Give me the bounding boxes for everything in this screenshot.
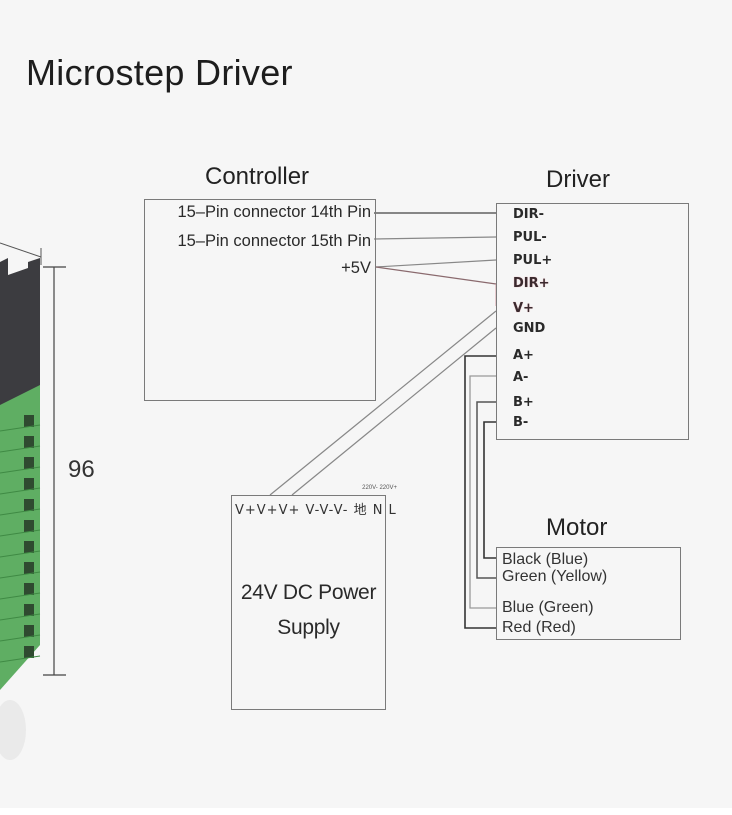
- power-supply-box: 220V- 220V+ V+V+V+ V-V-V- 地 N L 24V DC P…: [231, 485, 397, 710]
- terminal-divider: [0, 592, 41, 600]
- wire-a-plus-red: [464, 355, 496, 629]
- motor-heading: Motor: [546, 514, 608, 541]
- psu-label-line2: Supply: [277, 616, 340, 639]
- terminal-divider: [0, 487, 41, 495]
- controller-pin-5v: +5V: [341, 259, 371, 277]
- terminal-divider: [0, 571, 41, 579]
- terminal-slot: [24, 604, 34, 616]
- controller-pin-14: 15–Pin connector 14th Pin: [177, 203, 371, 221]
- terminal-slot: [24, 478, 34, 490]
- terminal-slots: [0, 415, 41, 663]
- wire-v-plus: [269, 310, 497, 496]
- driver-box: DIR- PUL- PUL+ DIR+ V+ GND A+ A- B+ B-: [496, 203, 689, 440]
- terminal-divider: [0, 529, 41, 537]
- dimension-height-label: 96: [68, 456, 95, 483]
- motor-wire-blue: Blue (Green): [502, 599, 594, 616]
- motor-wire-red: Red (Red): [502, 619, 576, 636]
- terminal-divider: [0, 466, 41, 474]
- terminal-slot: [24, 436, 34, 448]
- dimension-depth-line: [0, 242, 42, 258]
- photo-shadow: [0, 700, 26, 760]
- terminal-slot: [24, 520, 34, 532]
- motor-wire-black: Black (Blue): [502, 551, 589, 568]
- driver-pin-dir-minus: DIR-: [513, 207, 545, 222]
- terminal-divider: [0, 634, 41, 642]
- terminal-slot: [24, 415, 34, 427]
- wire-pul-minus: [373, 236, 497, 240]
- motor-box: Black (Blue) Green (Yellow) Blue (Green)…: [496, 547, 681, 640]
- terminal-slot: [24, 583, 34, 595]
- driver-pin-pul-minus: PUL-: [513, 230, 547, 245]
- psu-label-line1: 24V DC Power: [240, 581, 377, 604]
- terminal-divider: [0, 655, 41, 663]
- driver-pin-a-minus: A-: [513, 370, 529, 385]
- terminal-slot: [24, 499, 34, 511]
- terminal-slot: [24, 541, 34, 553]
- wire-b-plus-green: [476, 401, 496, 579]
- wire-a-minus-blue: [469, 375, 496, 609]
- driver-heading: Driver: [546, 166, 610, 193]
- driver-pin-v-plus: V+: [513, 301, 534, 316]
- motor-wire-green: Green (Yellow): [502, 568, 608, 585]
- page-title: Microstep Driver: [26, 52, 293, 93]
- psu-voltage-note: 220V- 220V+: [362, 485, 397, 491]
- controller-box: 15–Pin connector 14th Pin 15–Pin connect…: [144, 199, 376, 401]
- driver-pin-dir-plus: DIR+: [513, 276, 550, 291]
- wire-pul-plus: [375, 259, 497, 268]
- terminal-divider: [0, 550, 41, 558]
- driver-pin-b-plus: B+: [513, 395, 534, 410]
- controller-heading: Controller: [205, 163, 310, 190]
- psu-terminals: V+V+V+ V-V-V- 地 N L: [235, 503, 397, 518]
- wire-gnd: [291, 327, 497, 496]
- terminal-divider: [0, 445, 41, 453]
- wire-b-minus-black: [483, 421, 496, 559]
- terminal-slot: [24, 646, 34, 658]
- driver-product-photo: [0, 258, 41, 760]
- driver-pin-b-minus: B-: [513, 415, 529, 430]
- terminal-slot: [24, 457, 34, 469]
- controller-pin-15: 15–Pin connector 15th Pin: [177, 232, 371, 250]
- driver-pin-gnd: GND: [513, 321, 546, 336]
- terminal-slot: [24, 625, 34, 637]
- terminal-divider: [0, 613, 41, 621]
- terminal-slot: [24, 562, 34, 574]
- driver-pin-pul-plus: PUL+: [513, 253, 553, 268]
- terminal-divider: [0, 508, 41, 516]
- driver-pin-a-plus: A+: [513, 348, 534, 363]
- terminal-divider: [0, 424, 41, 432]
- wire-dir-plus: [375, 266, 497, 285]
